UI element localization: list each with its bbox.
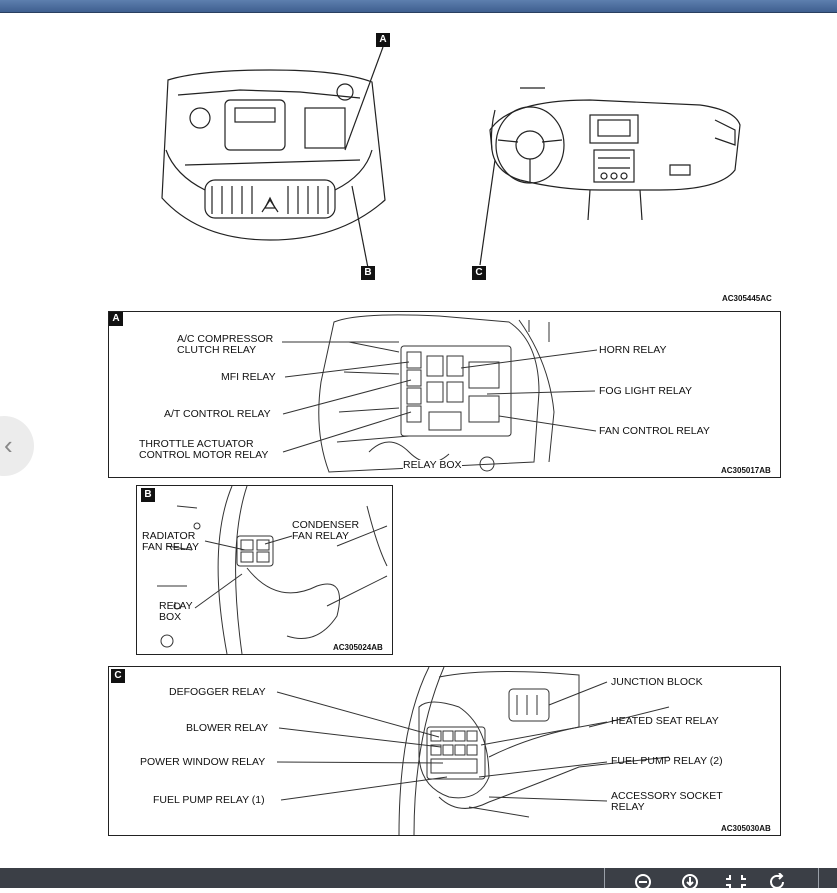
label-mfi-relay: MFI RELAY <box>221 371 276 383</box>
previous-page-button[interactable]: ‹ <box>0 416 34 476</box>
panel-b-tag: B <box>141 488 155 502</box>
toolbar-separator-left <box>604 868 605 888</box>
panel-a-drawing <box>282 314 598 473</box>
zoom-out-icon[interactable] <box>634 873 654 893</box>
panel-b-drawing <box>157 486 388 654</box>
label-throttle-actuator-control-motor-relay-line1: THROTTLE ACTUATOR <box>139 438 254 450</box>
download-icon[interactable] <box>680 873 700 893</box>
panel-a-tag: A <box>109 312 123 326</box>
callout-b: B <box>361 266 375 280</box>
label-accessory-socket-relay-line2: RELAY <box>611 801 645 813</box>
viewer-toolbar <box>0 868 837 888</box>
label-relay-box: RELAY BOX <box>403 459 462 471</box>
label-fuel-pump-relay-1: FUEL PUMP RELAY (1) <box>153 794 265 806</box>
label-defogger-relay: DEFOGGER RELAY <box>169 686 266 698</box>
label-fuel-pump-relay-2: FUEL PUMP RELAY (2) <box>611 755 723 767</box>
callout-c: C <box>472 266 486 280</box>
panel-a-engine-relays: A A/C COMPRESSOR CLUTCH RELAY MFI RELAY … <box>108 311 781 478</box>
panel-c-tag: C <box>111 669 125 683</box>
label-relay-box-line1: RELAY <box>159 600 193 612</box>
label-radiator-fan-relay-line2: FAN RELAY <box>142 541 199 553</box>
panel-c-drawing <box>276 667 670 835</box>
label-fan-control-relay: FAN CONTROL RELAY <box>599 425 710 437</box>
overview-drawing <box>161 46 741 269</box>
label-radiator-fan-relay-line1: RADIATOR <box>142 530 196 542</box>
label-at-control-relay: A/T CONTROL RELAY <box>164 408 271 420</box>
title-bar-divider <box>0 12 837 13</box>
panel-c-figure-code: AC305030AB <box>721 824 771 833</box>
window-title-bar <box>0 0 837 12</box>
overview-figure-code: AC305445AC <box>722 294 772 303</box>
label-horn-relay: HORN RELAY <box>599 344 667 356</box>
label-blower-relay: BLOWER RELAY <box>186 722 269 734</box>
label-power-window-relay: POWER WINDOW RELAY <box>140 756 266 768</box>
chevron-left-icon: ‹ <box>4 430 13 460</box>
callout-a: A <box>376 33 390 47</box>
label-accessory-socket-relay-line1: ACCESSORY SOCKET <box>611 790 723 802</box>
label-fog-light-relay: FOG LIGHT RELAY <box>599 385 692 397</box>
label-throttle-actuator-control-motor-relay-line2: CONTROL MOTOR RELAY <box>139 449 269 461</box>
panel-a-figure-code: AC305017AB <box>721 466 771 475</box>
panel-b-radiator-relays: B RADIATOR FAN RELAY CONDENSER FAN RELAY… <box>136 485 393 655</box>
label-ac-compressor-clutch-relay-line2: CLUTCH RELAY <box>177 344 257 356</box>
label-junction-block: JUNCTION BLOCK <box>611 676 703 688</box>
panel-c-junction-block-relays: C DEFOGGER RELAY BLOWER RELAY POWER WIND… <box>108 666 781 836</box>
panel-b-figure-code: AC305024AB <box>333 643 383 652</box>
label-ac-compressor-clutch-relay-line1: A/C COMPRESSOR <box>177 333 274 345</box>
label-relay-box-line2: BOX <box>159 611 182 623</box>
rotate-icon[interactable] <box>768 872 788 893</box>
label-heated-seat-relay: HEATED SEAT RELAY <box>611 715 719 727</box>
label-condenser-fan-relay-line1: CONDENSER <box>292 519 360 531</box>
fit-icon[interactable] <box>726 873 746 893</box>
toolbar-separator-right <box>818 868 819 888</box>
label-condenser-fan-relay-line2: FAN RELAY <box>292 530 349 542</box>
